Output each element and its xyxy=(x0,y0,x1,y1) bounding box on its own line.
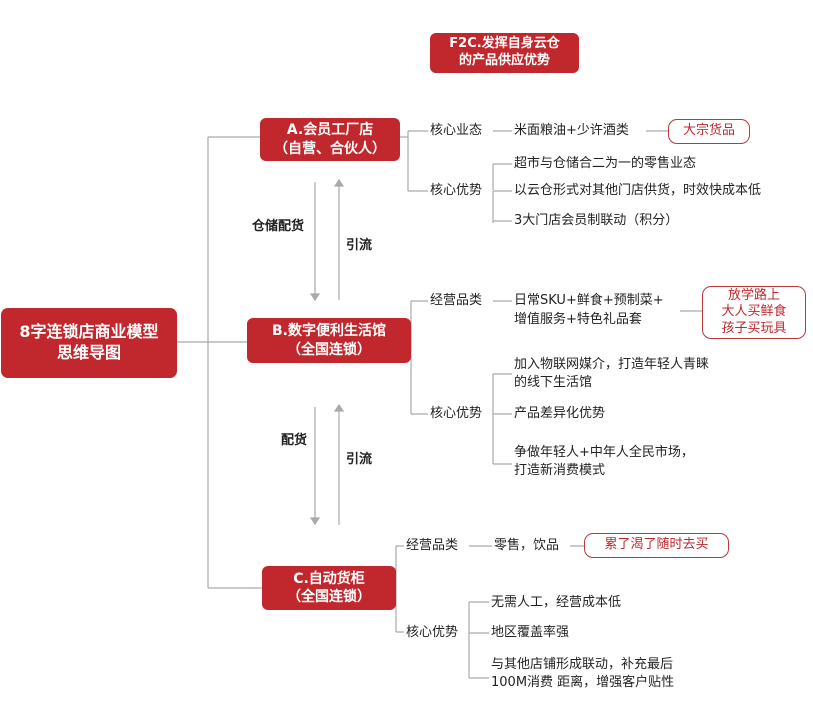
store-b-category-item-line: 增值服务+特色礼品套 xyxy=(514,312,642,327)
store-b-advantage-item-line: 的线下生活馆 xyxy=(514,375,593,390)
f2c-note-line2: 的产品供应优势 xyxy=(458,53,550,68)
store-c-line2: （全国连锁） xyxy=(287,589,371,605)
flow-bc-down-label: 配货 xyxy=(281,433,308,448)
store-c-category-tag-text: 累了渴了随时去买 xyxy=(604,537,709,553)
root-line1: 8字连锁店商业模型 xyxy=(19,322,159,342)
store-b-advantage-label: 核心优势 xyxy=(430,406,483,421)
store-c-category-item: 零售，饮品 xyxy=(494,538,560,553)
store-c-advantage-label: 核心优势 xyxy=(406,625,459,640)
store-b-advantage-item-line: 打造新消费模式 xyxy=(514,463,606,478)
flow-ab-up-label: 引流 xyxy=(346,238,373,253)
f2c-note-node: F2C.发挥自身云仓 的产品供应优势 xyxy=(430,33,579,73)
flow-bc-up-label: 引流 xyxy=(346,452,373,467)
store-a-advantage-item: 超市与仓储合二为一的零售业态 xyxy=(514,156,697,171)
store-c-node: C.自动货柜 （全国连锁） xyxy=(262,566,396,610)
store-b-node: B.数字便利生活馆 （全国连锁） xyxy=(247,318,411,363)
store-a-category-tag-text: 大宗货品 xyxy=(682,123,735,139)
store-a-advantage-item: 3大门店会员制联动（积分） xyxy=(514,213,679,228)
store-a-advantage-item: 以云仓形式对其他门店供货，时效快成本低 xyxy=(514,183,762,198)
store-b-advantage-item-line: 争做年轻人+中年人全民市场， xyxy=(514,445,694,460)
f2c-note-line1: F2C.发挥自身云仓 xyxy=(449,36,560,52)
store-a-category-label: 核心业态 xyxy=(430,123,483,138)
store-b-category-tag: 放学路上 大人买鲜食 孩子买玩具 xyxy=(702,286,806,339)
store-a-line1: A.会员工厂店 xyxy=(286,122,374,139)
store-a-category-item: 米面粮油+少许酒类 xyxy=(514,123,629,138)
store-a-advantage-label: 核心优势 xyxy=(430,183,483,198)
store-b-tag-line: 放学路上 xyxy=(727,288,780,304)
store-b-line1: B.数字便利生活馆 xyxy=(272,323,386,340)
store-c-line1: C.自动货柜 xyxy=(293,570,365,587)
store-a-line2: （自营、合伙人） xyxy=(274,140,386,157)
store-b-advantage-item: 产品差异化优势 xyxy=(514,406,606,421)
store-a-category-tag: 大宗货品 xyxy=(668,119,750,144)
store-c-advantage-item-line: 与其他店铺形成联动，补充最后 xyxy=(491,657,674,672)
store-b-tag-line: 孩子买玩具 xyxy=(721,320,787,336)
root-line2: 思维导图 xyxy=(56,343,121,362)
store-c-advantage-item-line: 100M消费 距离，增强客户贴性 xyxy=(491,675,675,690)
store-a-node: A.会员工厂店 （自营、合伙人） xyxy=(260,118,400,161)
store-c-category-label: 经营品类 xyxy=(406,538,459,553)
store-c-advantage-item: 无需人工，经营成本低 xyxy=(491,595,622,610)
flow-ab-down-label: 仓储配货 xyxy=(252,219,305,234)
store-c-category-tag: 累了渴了随时去买 xyxy=(584,533,729,558)
store-b-tag-line: 大人买鲜食 xyxy=(721,304,787,320)
store-b-category-item-line: 日常SKU+鲜食+预制菜+ xyxy=(514,293,664,308)
root-node: 8字连锁店商业模型 思维导图 xyxy=(1,308,177,378)
store-b-category-label: 经营品类 xyxy=(430,293,483,308)
store-b-advantage-item-line: 加入物联网媒介，打造年轻人青睐 xyxy=(514,357,710,372)
store-b-line2: （全国连锁） xyxy=(287,341,371,358)
store-c-advantage-item: 地区覆盖率强 xyxy=(491,625,570,640)
